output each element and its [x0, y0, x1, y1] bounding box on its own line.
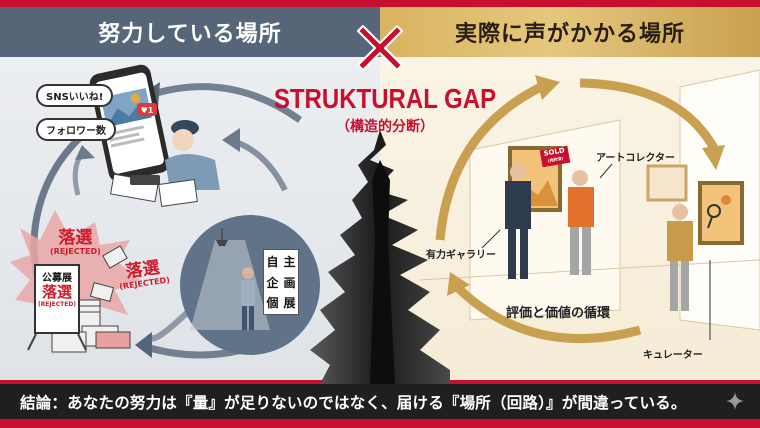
poster-char: 個: [266, 296, 279, 311]
sparkle-icon: [726, 392, 744, 410]
rejected-label-1: 落選 (REJECTED): [50, 228, 101, 256]
header-effort-place: 努力している場所: [0, 7, 380, 57]
poster-char: 企: [266, 275, 279, 290]
sns-likes-bubble: SNSいいね!: [36, 84, 114, 107]
structural-gap-subtitle: （構造的分断）: [336, 119, 434, 135]
structural-gap-title: STRUKTURAL GAP: [273, 83, 497, 115]
poster-char: 展: [283, 296, 296, 311]
rejected-sub-1: (REJECTED): [50, 246, 101, 256]
followers-label: フォロワー数: [46, 126, 106, 137]
like-count: 1: [147, 106, 154, 115]
gallery-label: 有力ギャラリー: [426, 250, 496, 261]
heart-icon: ♥: [140, 106, 148, 115]
header-right-title: 実際に声がかかる場所: [454, 22, 685, 47]
sign-line-1: 公募展: [42, 273, 72, 284]
sign-line-2: 落選: [41, 283, 72, 301]
poster-char: 主: [283, 255, 296, 269]
right-illustration: [419, 69, 760, 344]
rejected-main-1: 落選: [58, 228, 93, 248]
top-red-border: [0, 0, 760, 7]
sign-line-3: (REJECTED): [37, 300, 77, 308]
poster-char: 画: [283, 275, 296, 290]
header-left-title: 努力している場所: [98, 22, 282, 47]
poster-char: 自: [266, 255, 279, 269]
conclusion-bar: 結論：あなたの努力は『量』が足りないのではなく、届ける『場所（回路）』が間違って…: [0, 384, 760, 419]
x-cross-icon: [357, 25, 403, 71]
header-offer-place: 実際に声がかかる場所: [380, 7, 760, 57]
sns-likes-label: SNSいいね!: [46, 92, 104, 103]
bottom-red-border: [0, 419, 760, 428]
value-cycle-label: 評価と価値の循環: [506, 306, 611, 321]
self-exhibition-poster: 自 主 企 画 個 展: [263, 249, 299, 315]
right-panel-offers: アートコレクター 有力ギャラリー キュレーター: [380, 57, 760, 380]
art-collector-label: アートコレクター: [596, 153, 675, 164]
crack-chasm-graphic: [310, 130, 450, 384]
curator-label: キュレーター: [643, 350, 703, 361]
like-badge: ♥1: [138, 105, 156, 117]
followers-bubble: フォロワー数: [36, 118, 116, 141]
conclusion-text: 結論：あなたの努力は『量』が足りないのではなく、届ける『場所（回路）』が間違って…: [20, 393, 687, 412]
exhibition-rejected-sign: 公募展 落選 (REJECTED): [34, 264, 80, 334]
